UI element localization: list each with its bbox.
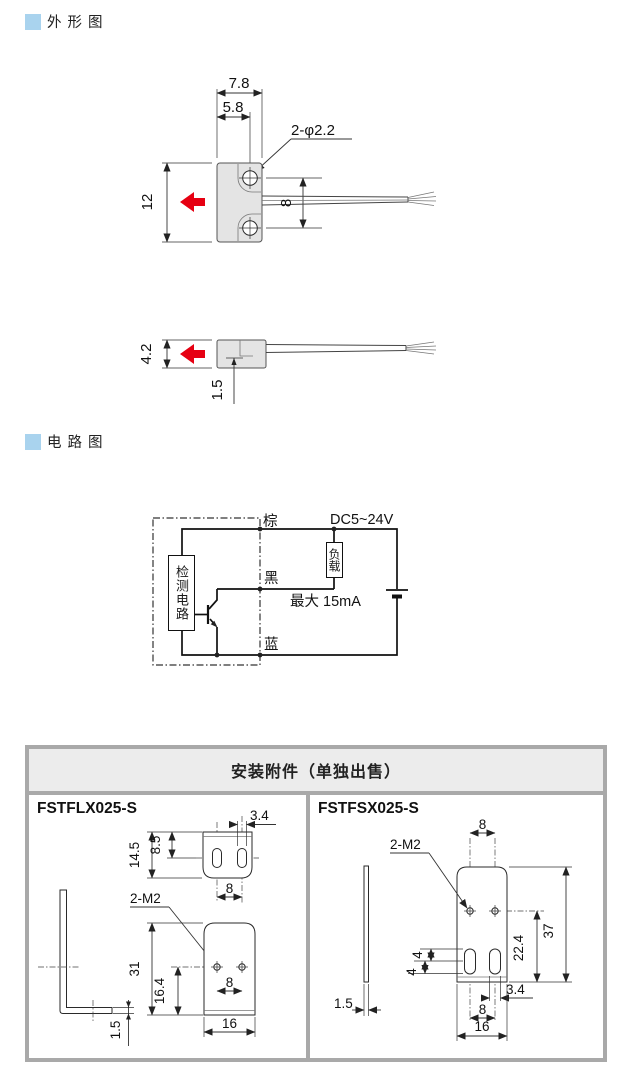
battery-symbol [386, 589, 408, 599]
bracket-front-view: 31 16.4 8 16 [127, 922, 256, 1037]
dim-label: 8 [226, 975, 234, 990]
table-divider [306, 795, 310, 1058]
outline-drawing: 7.8 5.8 2-φ2.2 12 8 [138, 75, 437, 404]
plate-front-view: 8 2-M2 37 22.4 [390, 817, 572, 1041]
detector-circuit-label: 检测电路 [174, 565, 189, 621]
dim-label: 1.5 [108, 1021, 123, 1040]
bracket-side-view: 1.5 [38, 889, 134, 1046]
load-box: 负载 [326, 542, 343, 578]
dim-label: 8 [479, 1002, 487, 1017]
circuit-diagram: 棕 黑 蓝 DC5~24V 最大 15mA [152, 512, 408, 666]
accessory-model-name: FSTFLX025-S [37, 800, 137, 817]
section-marker-icon [25, 433, 41, 450]
accessories-table: 安装附件（单独出售） FSTFLX025-S [25, 745, 607, 1062]
side-view: 4.2 1.5 [138, 339, 437, 404]
dim-label: 22.4 [511, 934, 526, 961]
dim-label: 12 [139, 194, 156, 211]
sensor-boundary [152, 517, 261, 666]
accessory-left-cell: FSTFLX025-S [29, 795, 306, 1058]
dim-label: 1.5 [334, 996, 353, 1011]
plate-side-view: 1.5 [334, 865, 381, 1016]
dim-label: 31 [127, 961, 142, 976]
dim-label: 16 [474, 1019, 489, 1034]
dim-label: 1.5 [209, 380, 226, 401]
thread-label: 2-M2 [130, 891, 161, 906]
direction-arrow-icon [180, 344, 205, 364]
accessories-header: 安装附件（单独出售） [29, 749, 603, 795]
dim-label: 14.5 [127, 842, 142, 868]
dim-label: 3.4 [250, 808, 269, 823]
accessory-left-drawing: 3.4 14.5 8.5 8 2-M2 [38, 808, 276, 1046]
dim-label: 5.8 [223, 99, 244, 116]
dim-label: 8.5 [148, 836, 163, 855]
accessory-right-drawing: 1.5 [334, 817, 572, 1041]
thread-callout: 2-M2 [130, 891, 214, 963]
wire-label-brown: 棕 [263, 513, 278, 530]
sensor-body-side [216, 339, 267, 369]
section-title: 外 形 图 [47, 15, 104, 31]
supply-voltage-label: DC5~24V [330, 512, 394, 528]
wire-label-blue: 蓝 [264, 636, 279, 653]
thread-label: 2-M2 [390, 837, 421, 852]
dim-label: 3.4 [506, 982, 525, 997]
hole-callout-label: 2-φ2.2 [291, 122, 335, 139]
wiring [181, 526, 408, 658]
section-title: 电 路 图 [47, 435, 104, 451]
dim-label: 4 [410, 951, 425, 959]
detector-circuit-box: 检测电路 [168, 555, 195, 631]
cable [261, 191, 437, 206]
cable [265, 341, 437, 355]
accessory-model-name: FSTFSX025-S [318, 800, 419, 817]
dim-label: 7.8 [229, 75, 250, 92]
dim-label: 16.4 [152, 977, 167, 1004]
accessory-right-cell: FSTFSX025-S 1.5 [310, 795, 603, 1058]
dim-label: 8 [278, 199, 295, 207]
wire-label-black: 黑 [264, 571, 279, 587]
dim-label: 4.2 [138, 344, 155, 365]
circuit-section-header: 电 路 图 [25, 431, 104, 452]
front-view: 7.8 5.8 2-φ2.2 12 8 [139, 75, 437, 243]
dim-label: 37 [541, 923, 556, 938]
dim-label: 16 [222, 1016, 237, 1031]
bracket-top-view: 3.4 14.5 8.5 8 [127, 808, 276, 903]
dim-label: 4 [404, 968, 419, 976]
direction-arrow-icon [180, 192, 205, 212]
section-marker-icon [25, 13, 41, 30]
outline-section-header: 外 形 图 [25, 11, 104, 32]
dim-label: 8 [479, 817, 487, 832]
dim-label: 8 [226, 881, 234, 896]
load-label: 负载 [327, 548, 341, 572]
max-current-label: 最大 15mA [290, 593, 361, 610]
transistor-symbol [195, 589, 218, 655]
